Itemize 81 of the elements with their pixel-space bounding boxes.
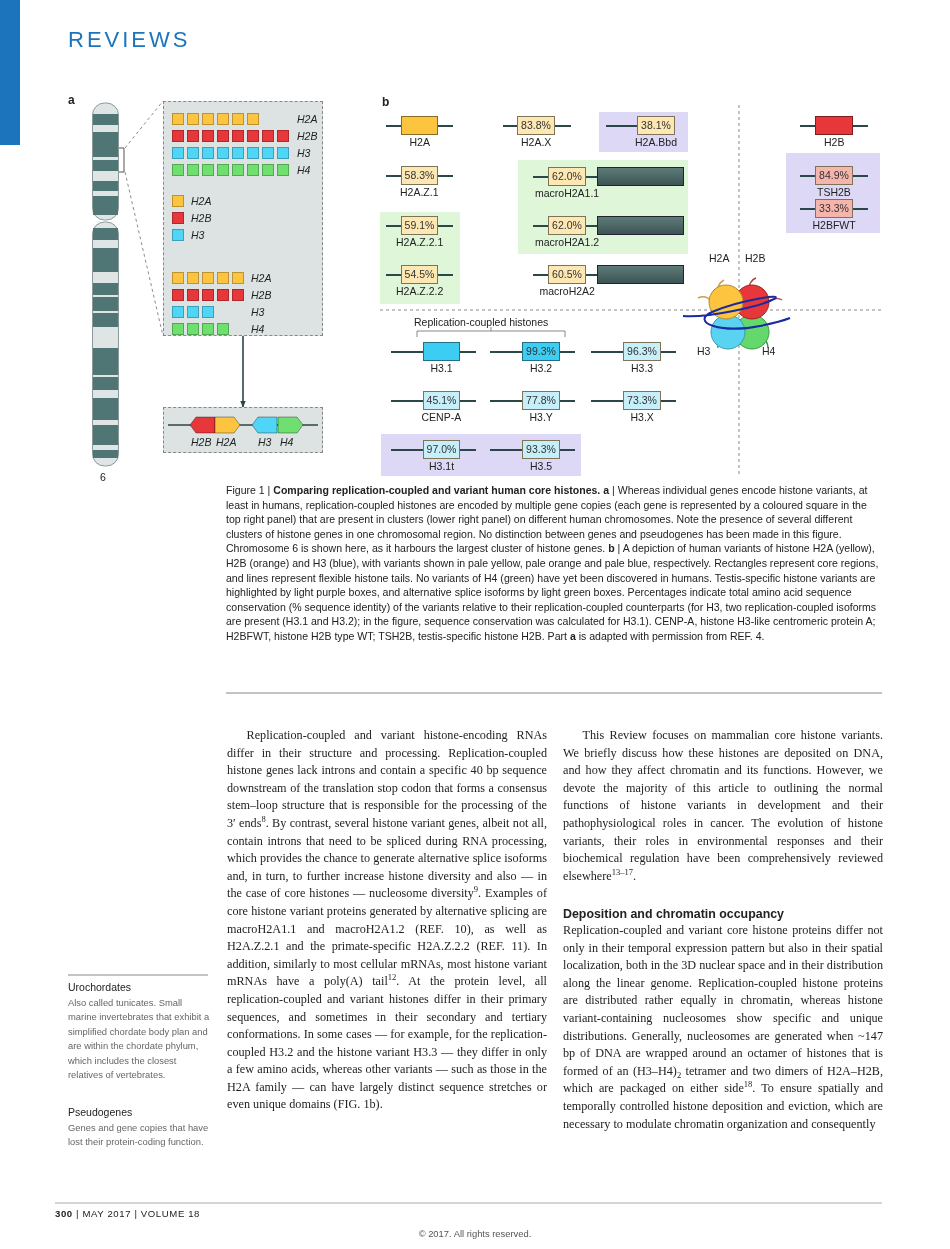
histone-name: H3.3 [631, 362, 654, 374]
splice-isoform-panel [518, 160, 688, 254]
group-label: Replication-coupled histones [414, 316, 549, 329]
histone-name: H3.X [630, 411, 654, 423]
splice-isoform-panel [380, 212, 460, 304]
testis-specific-panel [381, 434, 581, 476]
gene-cluster-panel [163, 407, 323, 453]
glossary-term: Urochordates [68, 981, 132, 994]
core-region: 73.3% [623, 391, 661, 410]
gene-label: H2B [191, 212, 212, 224]
chromosome-drawing [92, 101, 125, 467]
histone-name: macroH2A1.2 [535, 236, 600, 248]
core-region: 62.0% [548, 167, 586, 186]
histone-name: H3.1 [430, 362, 453, 374]
core-region: 60.5% [548, 265, 586, 284]
gene-label: H2A [251, 272, 272, 284]
core-region: 77.8% [522, 391, 560, 410]
gene-label: H3 [251, 306, 265, 318]
histone-name: H2A.Z.2.2 [396, 285, 444, 297]
histone-name: macroH2A2 [539, 285, 595, 297]
body-paragraph: Replication-coupled and variant histone-encoding RNAs differ in their structure and processing. Replication-coupled histone genes lack introns and contain a specific 40 bp sequence downstream of the translation stop codon that forms a consensus stem–loop structure that is responsible for the processing of the 3′ ends$^{8}$. By contrast, several histone variant genes, albeit not all, contain introns that need to be spliced during RNA processing, which provides the chance to generate alternative splice isoforms and, in turn, to further increase histone diversity and also — in the case of core histones — nucleosome diversity$^{9}$. Examples of core histone variant proteins generated by alternative splicing are macroH2A1.1 and macroH2A1.2 (REF. 10), as well as H2A.Z.2.1 and the primate-specific H2A.Z.2.2 (REF. 11). In addition, similarly to most cellular mRNAs, most histone variant mRNAs have a poly(A) tail$^{12}$. At the protein level, all replication-coupled and variant histones differ in their primary sequences, and sometimes in their secondary and tertiary conformations. In some cases — for example, for the replication-coupled H3.2 and the histone variant H3.3 — they differ in only a few amino acids, whereas other variants — such as those in the H2A family — can have largely distinct sequence stretches or even unique domains (FIG. 1b). [227, 727, 547, 1114]
body-paragraph: This Review focuses on mammalian core histone variants. We briefly discuss how these histones are deposited on DNA, and how they affect chromatin and its functions. However, we devote the majority of this article to outlining the normal functions of histone variants in development and their pathophysiological roles in cancer. The evolution of histone variants, their roles in environmental responses and their biochemical regulation have been comprehensively reviewed elsewhere$^{13–17}$. [563, 727, 883, 885]
gene-label: H2A [297, 113, 318, 125]
testis-specific-panel [786, 153, 880, 233]
gene-label: H3 [297, 147, 311, 159]
arrow [240, 335, 246, 408]
gene-label: H2B [297, 130, 318, 142]
histone-name: H2BFWT [812, 219, 856, 231]
histone-label: H3 [697, 345, 711, 358]
core-region: 97.0% [423, 440, 460, 459]
histone-name: CENP-A [421, 411, 462, 423]
gene-label: H3 [258, 436, 272, 448]
histone-name: H2A.Z.2.1 [396, 236, 444, 248]
histone-name: macroH2A1.1 [535, 187, 600, 199]
histone-name: H3.2 [530, 362, 553, 374]
gene-label: H4 [280, 436, 294, 448]
core-region: 83.8% [517, 116, 555, 135]
body-paragraph: Replication-coupled and variant core histone proteins differ not only in their temporal expression pattern but also in their spatial localization, both in the 3D nuclear space and in their distribution along the linear genome. Replication-coupled histone proteins are distributed rather equally in chromatin, whereas histone variant-containing nucleosomes show specific and unique distributions. Generally, nucleosomes are generated when ~147 bp of DNA are wrapped around an octamer of histones that is formed of an (H3–H4)$_{2}$ tetramer and two dimers of H2A–H2B, which are packaged on either side$^{18}$. To ensure spatially and temporally controlled histone deposition and eviction, which are necessary to modulate chromatin organization and consequently [563, 922, 883, 1133]
panel-letter: a [68, 94, 75, 107]
page-header: REVIEWS [68, 27, 191, 53]
glossary-definition: Genes and gene copies that have lost their protein-coding function. [68, 1121, 210, 1150]
core-region: 93.3% [522, 440, 560, 459]
gene-label: H3 [191, 229, 205, 241]
glossary-term: Pseudogenes [68, 1106, 133, 1119]
gene-label: H2A [216, 436, 237, 448]
gene-cluster-panel [163, 101, 323, 336]
chromosome-number: 6 [100, 471, 106, 484]
histone-label: H4 [762, 345, 776, 358]
glossary-definition: Also called tunicates. Small marine invertebrates that exhibit a simplified chordate body plan and are within the chordate phylum, which includes the closest relatives of vertebrates. [68, 996, 211, 1083]
core-region: 96.3% [623, 342, 661, 361]
histone-label: H2B [745, 252, 766, 265]
histone-name: H2A.X [521, 136, 552, 148]
gene-label: H2A [191, 195, 212, 207]
core-region: 54.5% [401, 265, 438, 284]
core-region: 58.3% [401, 166, 438, 185]
testis-specific-panel [599, 112, 688, 152]
histone-name: TSH2B [817, 186, 851, 198]
core-region: 33.3% [815, 199, 853, 218]
core-region: 99.3% [522, 342, 560, 361]
core-region: 45.1% [423, 391, 460, 410]
gene-label: H2B [191, 436, 212, 448]
histone-name: H3.1t [429, 460, 455, 472]
section-heading: Deposition and chromatin occupancy [563, 906, 784, 922]
core-region: 59.1% [401, 216, 438, 235]
histone-name: H3.Y [529, 411, 553, 423]
gene-label: H4 [251, 323, 265, 335]
copyright-notice: © 2017. All rights reserved. [417, 1227, 533, 1240]
page-footer: 300 | MAY 2017 | VOLUME 18 [55, 1207, 201, 1220]
core-region: 62.0% [548, 216, 586, 235]
figure-caption: Figure 1 | Comparing replication-coupled and variant human core histones. a | Whereas individual genes encode histone variants, at least in humans, replication-coupled histones are encoded by multiple gene copies (each gene is represented by a coloured square in the top right panel) that are present in clusters (lower right panel) on different human chromosomes. Note the presence of several different clusters of histone genes in one chromosomal region. No distinction between genes and pseudogenes has been made in this figure. Chromosome 6 is shown here, as it harbours the largest cluster of histone genes. b | A depiction of human variants of histone H2A (yellow), H2B (orange) and H3 (blue), with variants shown in pale yellow, pale orange and pale blue, respectively. Rectangles represent core regions, and lines represent flexible histone tails. No variants of H4 (green) have yet been discovered in humans. Testis-specific histone variants are highlighted by light purple boxes, and alternative splice isoforms by light green boxes. Percentages indicate total amino acid sequence conservation (% sequence identity) of the variants relative to their replication-coupled counterparts (for H3, two replication-coupled isoforms are present (H3.1 and H3.2); in the figure, sequence conservation was calculated for H3.1). CENP-A, histone H3-like centromeric protein A; H2BFWT, histone H2B type WT; TSH2B, testis-specific histone H2B. Part a is adapted with permission from REF. 4. [226, 483, 880, 644]
panel-letter: b [382, 96, 390, 109]
gene-label: H4 [297, 164, 311, 176]
histone-name: H2A.Bbd [635, 136, 678, 148]
histone-name: H2A.Z.1 [400, 186, 439, 198]
histone-name: H2B [824, 136, 845, 148]
core-region: 38.1% [637, 116, 675, 135]
histone-label: H2A [709, 252, 730, 265]
core-region: 84.9% [815, 166, 853, 185]
histone-name: H3.5 [530, 460, 553, 472]
gene-label: H2B [251, 289, 272, 301]
histone-name: H2A [409, 136, 430, 148]
